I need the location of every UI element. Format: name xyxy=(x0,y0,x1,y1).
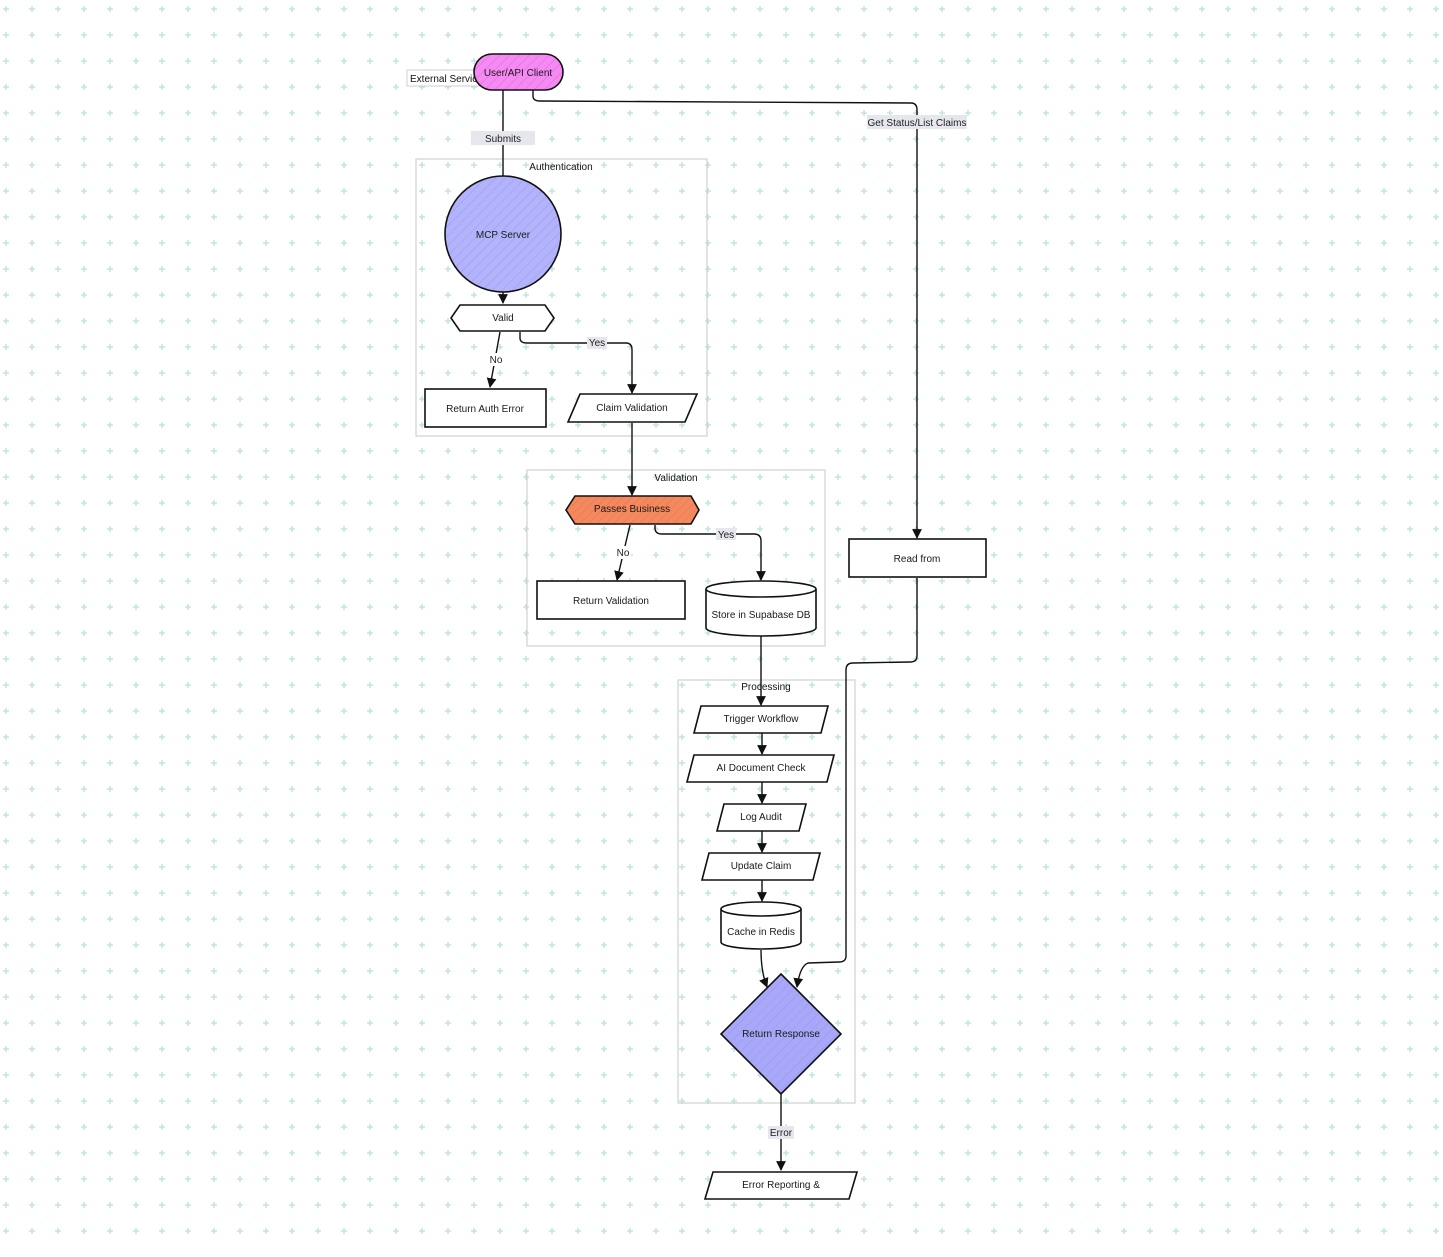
node-return-response[interactable]: Return Response xyxy=(719,972,843,1096)
node-log-audit[interactable]: Log Audit xyxy=(715,803,808,832)
node-trigger-workflow[interactable]: Trigger Workflow xyxy=(692,705,830,734)
node-ai-document-check-label: AI Document Check xyxy=(717,763,807,774)
node-return-auth-error[interactable]: Return Auth Error xyxy=(424,388,547,428)
node-return-auth-error-label: Return Auth Error xyxy=(446,404,524,415)
node-passes-business[interactable]: Passes Business xyxy=(565,495,700,525)
node-valid[interactable]: Valid xyxy=(450,304,555,332)
edge-label-valid-no: No xyxy=(490,355,503,366)
node-mcp-server[interactable]: MCP Server xyxy=(444,175,562,293)
node-return-validation[interactable]: Return Validation xyxy=(536,580,686,620)
edge-passes-yes xyxy=(654,525,766,581)
node-store-supabase-label: Store in Supabase DB xyxy=(712,610,811,621)
node-cache-redis-label: Cache in Redis xyxy=(727,927,795,938)
edge-label-submits: Submits xyxy=(485,134,521,145)
group-processing: Processing xyxy=(677,679,856,1104)
edge-labels: Submits Get Status/List Claims No Yes No… xyxy=(471,115,967,1139)
node-mcp-server-label: MCP Server xyxy=(476,230,531,241)
group-validation: Validation xyxy=(526,469,826,647)
node-update-claim[interactable]: Update Claim xyxy=(700,852,822,881)
node-valid-label: Valid xyxy=(492,313,514,324)
group-external-title: External Servic xyxy=(410,74,477,85)
edge-read-response xyxy=(793,578,918,988)
node-read-from-label: Read from xyxy=(894,554,941,565)
edge-get-status xyxy=(532,90,922,539)
node-user-api-client[interactable]: User/API Client xyxy=(473,53,564,91)
node-error-reporting-label: Error Reporting & xyxy=(742,1180,820,1191)
edge-label-get-status: Get Status/List Claims xyxy=(868,118,967,129)
group-validation-title: Validation xyxy=(654,473,697,484)
group-authentication: Authentication xyxy=(415,158,708,437)
group-authentication-title: Authentication xyxy=(529,162,592,173)
group-processing-title: Processing xyxy=(741,682,790,693)
node-claim-validation[interactable]: Claim Validation xyxy=(566,393,699,423)
edge-label-error: Error xyxy=(770,1128,793,1139)
node-read-from[interactable]: Read from xyxy=(848,538,987,578)
edge-cache-response xyxy=(759,949,769,988)
node-cache-redis[interactable]: Cache in Redis xyxy=(720,901,802,950)
node-error-reporting[interactable]: Error Reporting & xyxy=(703,1171,859,1200)
node-return-validation-label: Return Validation xyxy=(573,596,649,607)
edge-valid-yes xyxy=(519,332,637,394)
node-passes-business-label: Passes Business xyxy=(594,504,670,515)
node-store-supabase[interactable]: Store in Supabase DB xyxy=(705,580,817,637)
node-trigger-workflow-label: Trigger Workflow xyxy=(723,714,799,725)
edge-label-valid-yes: Yes xyxy=(589,338,605,349)
node-log-audit-label: Log Audit xyxy=(740,812,782,823)
node-user-api-client-label: User/API Client xyxy=(484,68,553,79)
node-claim-validation-label: Claim Validation xyxy=(596,403,668,414)
edges xyxy=(486,90,922,1171)
node-return-response-label: Return Response xyxy=(742,1029,820,1040)
node-ai-document-check[interactable]: AI Document Check xyxy=(685,754,836,783)
node-update-claim-label: Update Claim xyxy=(731,861,792,872)
edge-label-passes-no: No xyxy=(617,548,630,559)
edge-label-passes-yes: Yes xyxy=(718,530,734,541)
